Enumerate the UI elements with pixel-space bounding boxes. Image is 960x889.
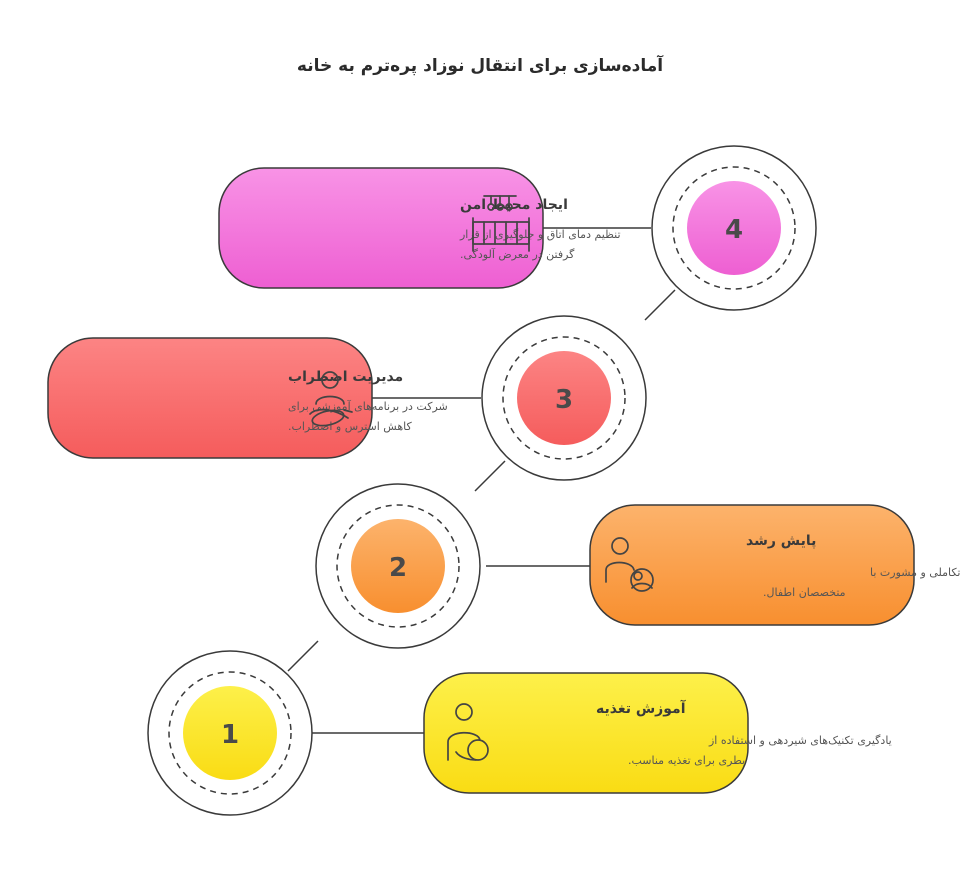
parent-baby-icon [605, 537, 654, 592]
connector-2-3 [474, 460, 506, 492]
card-background [423, 672, 749, 794]
step-2-ring: 2 [315, 483, 481, 649]
dashed-ring [336, 504, 460, 628]
connector-1-2 [287, 640, 319, 672]
card-title: مدیریت اضطراب [288, 369, 403, 385]
number-disc [517, 351, 611, 445]
number-disc [183, 686, 277, 780]
card-description-line-1: شرکت در برنامه‌های آموزشی برای [288, 399, 448, 413]
dashed-ring [672, 166, 796, 290]
breastfeeding-icon [447, 703, 489, 761]
diagram-title: آماده‌سازی برای انتقال نوزاد پره‌ترم به … [297, 54, 664, 76]
card-background [589, 504, 915, 626]
ring-connectors [287, 289, 676, 672]
number-disc [351, 519, 445, 613]
step-1-card: آموزش تغذیه یادگیری تکنیک‌های شیردهی و ا… [423, 672, 892, 794]
card-title: پایش رشد [746, 533, 816, 549]
card-title: آموزش تغذیه [596, 699, 687, 717]
step-number: 2 [389, 553, 407, 583]
dashed-ring [168, 671, 292, 795]
card-description-line-1: شناخت علائم تأخیر تکاملی و مشورت با [870, 564, 960, 579]
step-number: 4 [725, 215, 743, 245]
card-description-line-1: یادگیری تکنیک‌های شیردهی و استفاده از [708, 734, 892, 747]
card-description-line-2: کاهش استرس و اضطراب. [288, 420, 412, 433]
card-background [47, 337, 373, 459]
step-3-ring: 3 [481, 315, 647, 481]
step-4-ring: 4 [651, 145, 817, 311]
step-3-card: مدیریت اضطراب شرکت در برنامه‌های آموزشی … [47, 337, 448, 459]
number-disc [687, 181, 781, 275]
card-background [218, 167, 544, 289]
step-4-card: ایجاد محیط امن تنظیم دمای اتاق و جلوگیری… [218, 167, 621, 289]
step-2-card: پایش رشد شناخت علائم تأخیر تکاملی و مشور… [589, 504, 960, 626]
step-number: 3 [555, 385, 573, 415]
card-connectors [305, 227, 651, 734]
card-description-line-2: گرفتن در معرض آلودگی. [460, 247, 575, 261]
step-1-ring: 1 [147, 650, 313, 816]
dashed-ring [502, 336, 626, 460]
card-description-line-2: بطری برای تغذیه مناسب. [628, 754, 745, 767]
mother-holding-baby-icon [309, 371, 353, 427]
card-description-line-2: متخصصان اطفال. [763, 586, 846, 599]
card-title: ایجاد محیط امن [460, 197, 568, 213]
crib-icon [472, 195, 530, 252]
step-number: 1 [221, 720, 239, 750]
card-description-line-1: تنظیم دمای اتاق و جلوگیری از قرار [459, 228, 621, 241]
connector-3-4 [644, 289, 676, 321]
